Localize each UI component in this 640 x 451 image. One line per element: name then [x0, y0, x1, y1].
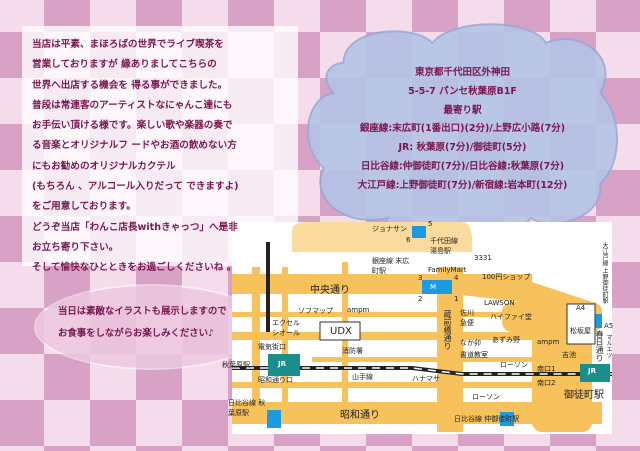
maruetsu: マルエツ	[605, 334, 612, 358]
azumino: あずみ野	[492, 336, 520, 344]
exit-4: 4	[454, 274, 459, 282]
hibiya-akiba-metro	[267, 410, 281, 428]
yushima-metro	[412, 226, 426, 238]
yoshiike: 吉池	[562, 351, 576, 359]
note-oval	[36, 286, 266, 368]
address-cloud	[306, 23, 618, 248]
note-text: 当日は素敵なイラストも展示しますので お食事をしながらお楽しみください♪	[58, 301, 227, 345]
access-ginza: 銀座線:末広町(1番出口)(2分)/上野広小路(7分)	[359, 123, 566, 135]
road-showa: 昭和通り	[340, 410, 380, 421]
intro-line: をご用意しております。	[32, 201, 136, 213]
intro-line: 普段は常連客のアーティストなにゃんこ達にも	[32, 99, 233, 111]
intro-line: にもお勧めのオリジナルカクテル	[32, 160, 176, 172]
showa-exit: 昭和通り口	[258, 376, 293, 384]
lawson-3: ローソン	[472, 393, 500, 401]
calligraphy-school: 書道教室	[460, 351, 488, 359]
ampm: ampm	[347, 306, 370, 314]
akihabara-jr-station	[268, 354, 300, 376]
jr-label-okachimachi: JR	[588, 367, 596, 375]
suehirocho-label: 銀座線 末広町駅	[372, 257, 410, 275]
access-oedo: 大江戸線:上野御徒町(7分)/新宿線:岩本町(12分)	[357, 179, 568, 191]
ampm-2: ampm	[537, 338, 560, 346]
note-line: お食事をしながらお楽しみください♪	[58, 328, 214, 339]
access-hibiya: 日比谷線:仲御徒町(7分)/日比谷線:秋葉原(7分)	[360, 160, 565, 172]
intro-line: (もちろん 、アルコール入りだって できますよ)	[32, 181, 239, 193]
intro-line: 世界へ出店する機会を 得る事ができました。	[32, 79, 228, 91]
exit-5: 5	[428, 220, 433, 228]
map-graphic	[232, 222, 612, 434]
exit-1: 1	[454, 295, 459, 303]
excelsior: エクセルシオール	[272, 319, 300, 337]
akihabara-station-label: 秋葉原駅	[222, 361, 250, 369]
south-exit-2: 南口2	[537, 379, 556, 387]
hibiya-akihabara-label: 日比谷線 秋葉原駅	[228, 399, 266, 417]
access-map: 中央通り 昭和通り 蔵前橋通り 春日通り 山手線 秋葉原駅 JR JR 電気街口…	[222, 220, 614, 434]
exit-6: 6	[406, 236, 411, 244]
access-jr: JR: 秋葉原(7分)/御徒町(5分)	[398, 142, 527, 154]
p3331: 3331	[474, 254, 492, 262]
south-exit-1: 南口1	[537, 365, 556, 373]
sagawa: 佐川急便	[460, 309, 474, 327]
yushima-label: 千代田線 湯島駅	[430, 237, 458, 255]
oedo-label: 大江戸線 上野御徒町駅	[601, 242, 608, 304]
fire-station: 消防署	[342, 347, 363, 355]
north-block	[292, 222, 472, 252]
lawson-2: ローソン	[500, 361, 528, 369]
road-kasuga: 春日通り	[595, 330, 604, 362]
nearest-station-heading: 最寄り駅	[443, 104, 482, 116]
naka-okachimachi-label: 日比谷線 仲御徒町駅	[454, 415, 520, 423]
intro-text: 当店は平素、まほろばの世界でライブ喫茶を 営業しておりますが 縁ありましてこちら…	[32, 35, 302, 279]
intro-line: どうぞ当店「わんこ店長withきゃっつ」へ是非	[32, 221, 238, 233]
naka-okachi-metro	[500, 412, 514, 426]
note-line: 当日は素敵なイラストも展示しますので	[58, 306, 227, 317]
metro-mark: M	[430, 283, 437, 291]
intro-line: そして愉快なひとときをお過ごしくださいね 。	[32, 262, 237, 274]
intro-line: お立ち寄り下さい。	[32, 241, 119, 253]
intro-line: 当店は平素、まほろばの世界でライブ喫茶を	[32, 39, 224, 50]
udx-building	[319, 321, 361, 341]
okachimachi-label: 御徒町駅	[564, 390, 604, 401]
nakau: なか卯	[460, 339, 481, 347]
address-block: 東京都千代田区外神田 5-5-7 パンセ秋葉原B1F 最寄り駅 銀座線:末広町(…	[305, 64, 620, 196]
address-line: 東京都千代田区外神田	[414, 67, 510, 78]
jr-track-north	[266, 242, 270, 332]
hanamasa: ハナマサ	[412, 375, 440, 383]
exit-a4: A4	[576, 304, 586, 312]
shop-100yen: 100円ショップ	[482, 273, 531, 281]
udx: UDX	[330, 326, 352, 337]
familymart: FamilyMart	[428, 266, 467, 274]
matsuzakaya-building	[566, 303, 596, 345]
line-yamanote: 山手線	[352, 373, 373, 381]
matsuzakaya: 松坂屋	[570, 327, 591, 335]
jr-label-akihabara: JR	[278, 360, 286, 368]
lawson: LAWSON	[484, 299, 515, 307]
exit-3: 3	[418, 274, 423, 282]
intro-line: お手伝い頂ける様です。楽しい歌や楽器の奏で	[32, 120, 233, 132]
road-chuo: 中央通り	[310, 285, 350, 296]
okachimachi-jr-station	[580, 364, 610, 382]
intro-line: 営業しておりますが 縁ありましてこちらの	[32, 59, 217, 71]
exit-2: 2	[418, 295, 423, 303]
suehirocho-metro-station	[422, 280, 452, 294]
sofmap: ソフマップ	[298, 307, 333, 315]
denki-exit: 電気街口	[258, 343, 286, 351]
intro-line: る音楽とオリジナルフ ードやお酒の飲めない方	[32, 140, 237, 152]
jonathan: ジョナサン	[372, 225, 407, 233]
exit-a5: A5	[604, 322, 614, 330]
address-line: 5-5-7 パンセ秋葉原B1F	[408, 85, 517, 97]
hifi-do: ハイファイ堂	[490, 313, 532, 321]
road-kuramae: 蔵前橋通り	[443, 310, 452, 350]
